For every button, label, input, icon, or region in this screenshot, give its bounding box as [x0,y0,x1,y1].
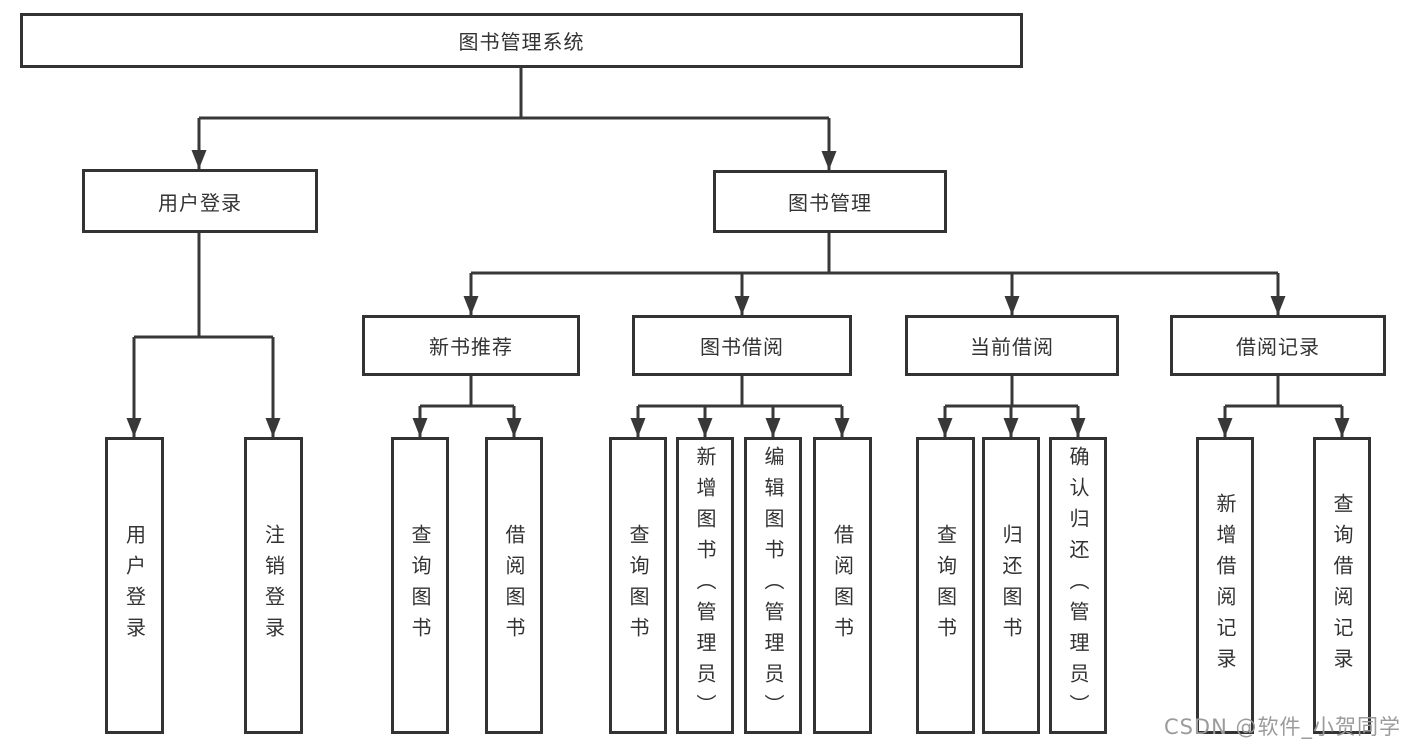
node-leaf-add-borrow-record: 新增借阅记录 [1196,437,1254,734]
node-leaf-query-books-current: 查询图书 [916,437,975,734]
node-current-borrowing: 当前借阅 [905,315,1119,376]
node-book-borrowing: 图书借阅 [632,315,852,376]
node-label: 归还图书 [999,523,1023,648]
node-leaf-query-borrow-record: 查询借阅记录 [1313,437,1371,734]
node-label: 查询图书 [933,523,958,648]
node-label: 查询图书 [626,523,650,648]
node-label: 借阅记录 [1236,335,1320,359]
node-leaf-borrow-books-recommend: 借阅图书 [485,437,543,734]
node-label: 图书管理系统 [458,30,585,54]
connector-spines [134,68,1342,408]
node-leaf-confirm-return-admin: 确认归还（管理员） [1049,437,1107,734]
node-label: 用户登录 [122,523,147,648]
node-leaf-user-login: 用户登录 [105,437,164,734]
node-label: 查询借阅记录 [1330,492,1354,679]
node-new-book-recommend: 新书推荐 [362,315,580,376]
node-label: 注销登录 [261,523,286,648]
node-book-management: 图书管理 [713,170,947,233]
node-label: 用户登录 [158,190,242,215]
node-root-book-management-system: 图书管理系统 [20,13,1023,68]
node-label: 借阅图书 [502,523,526,648]
node-label: 图书管理 [788,191,872,215]
node-leaf-edit-books-admin: 编辑图书（管理员） [744,437,802,734]
node-label: 编辑图书（管理员） [761,446,785,725]
node-label: 新增图书（管理员） [693,446,717,725]
node-label: 借阅图书 [830,523,855,648]
node-label: 当前借阅 [970,335,1054,359]
node-leaf-add-books-admin: 新增图书（管理员） [676,437,734,734]
node-leaf-query-books-recommend: 查询图书 [391,437,449,734]
node-leaf-return-books: 归还图书 [982,437,1040,734]
node-borrowing-records: 借阅记录 [1170,315,1386,376]
csdn-watermark: CSDN @软件_小贺同学 [1163,715,1401,739]
node-user-login: 用户登录 [82,169,318,233]
node-label: 图书借阅 [700,335,784,359]
node-leaf-query-books-borrowing: 查询图书 [609,437,667,734]
node-label: 查询图书 [408,523,432,648]
node-label: 新书推荐 [429,335,513,359]
connector-arrows [126,118,1350,437]
node-label: 确认归还（管理员） [1066,446,1090,725]
node-leaf-borrow-books: 借阅图书 [813,437,872,734]
node-leaf-logout: 注销登录 [244,437,303,734]
node-label: 新增借阅记录 [1213,492,1237,679]
